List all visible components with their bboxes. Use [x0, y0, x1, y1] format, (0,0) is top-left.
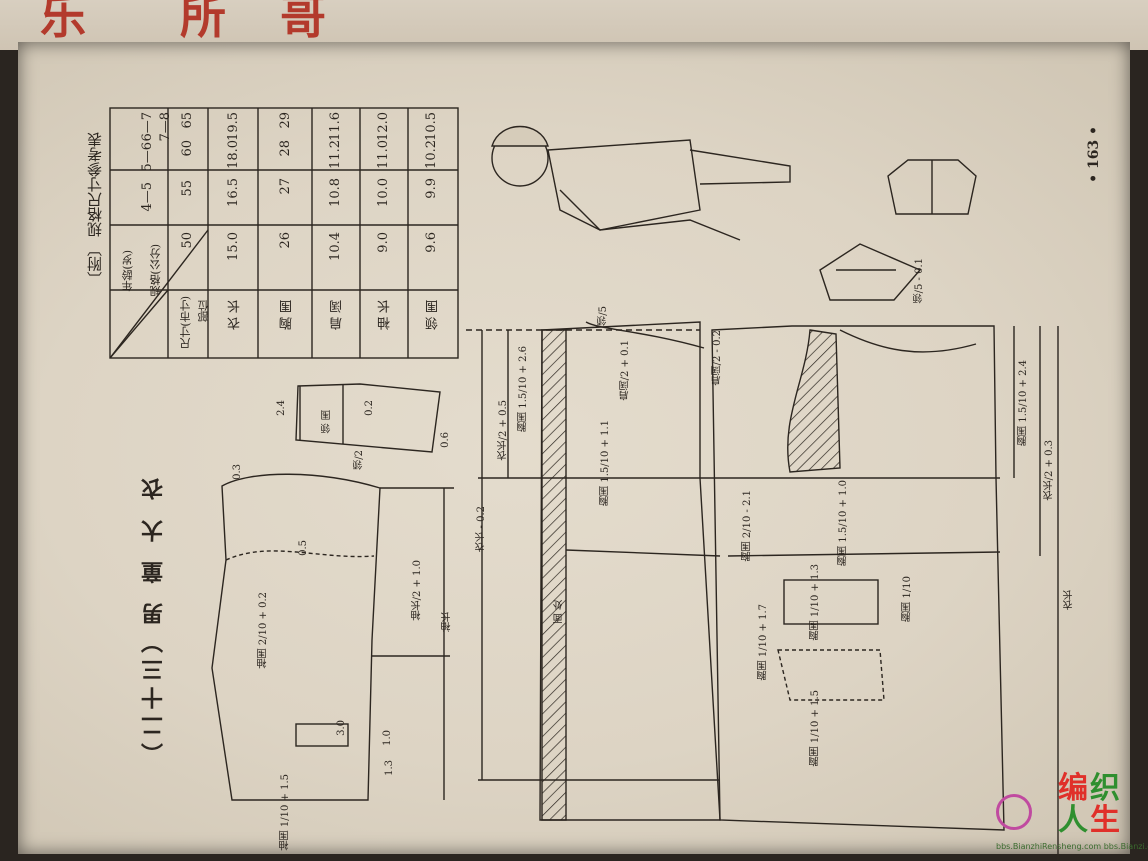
table-age: 5—6	[140, 142, 155, 172]
table-row-label: 衣 长	[228, 300, 243, 331]
label-back-len: 衣长 - 0.2	[476, 506, 487, 552]
table-spec: 55	[180, 180, 195, 197]
label-front-chest: 胸围 1.5/10 + 2.4	[1018, 360, 1029, 446]
table-cell: 10.8	[328, 178, 343, 207]
watermark-url: bbs.BianzhiRensheng.com bbs.Bianzi.com	[996, 842, 1148, 851]
table-corner-part: 部位	[197, 300, 210, 322]
table-corner-spec: 规格(公分)	[149, 244, 162, 297]
table-cell: 10.4	[328, 232, 343, 261]
table-spec: 65	[180, 112, 195, 129]
table-corner-size: 尺寸(市寸)	[179, 296, 192, 349]
table-cell: 9.0	[376, 232, 391, 253]
watermark-logo: 编 织 人 生 bbs.BianzhiRensheng.com bbs.Bian…	[996, 771, 1148, 856]
table-row-label: 领 围	[426, 300, 441, 331]
label-sleeve-len: 袖长/2 + 1.0	[412, 560, 423, 621]
logo-char: 生	[1090, 803, 1120, 838]
label-front-waist: 衣长/2 + 0.3	[1044, 440, 1055, 501]
table-cell: 18.0	[226, 140, 241, 169]
table-corner-age: 年龄(岁)	[121, 250, 134, 292]
label-back-chest2: 胸围 1.5/10 + 1.1	[600, 420, 611, 506]
label-back-shoulder: 肩阔/2 + 0.1	[620, 340, 631, 401]
table-cell: 9.9	[424, 178, 439, 199]
table-cell: 10.2	[424, 140, 439, 169]
label-sleeve-total: 袖长	[442, 612, 453, 632]
table-row-label: 袖 长	[378, 300, 393, 331]
table-spec: 60	[180, 140, 195, 157]
table-cell: 19.5	[226, 112, 241, 141]
label-front-sleeve: 肩阔/2 - 0.2	[712, 330, 723, 386]
table-cell: 29	[278, 112, 293, 129]
table-cell: 10.5	[424, 112, 439, 141]
table-cell: 11.2	[328, 140, 343, 169]
label-collar: 领 围	[322, 410, 333, 434]
table-spec: 50	[180, 232, 195, 249]
header-char: 哥	[280, 0, 326, 44]
label-front-len: 衣长	[1064, 590, 1075, 610]
logo-char: 人	[1058, 803, 1088, 838]
label-front-neck: 领/5 - 0.1	[914, 258, 925, 304]
table-cell: 28	[278, 140, 293, 157]
yarn-icon	[996, 794, 1032, 830]
logo-char: 织	[1090, 771, 1120, 806]
table-cell: 9.6	[424, 232, 439, 253]
label-sleeve-cuff: 袖围 1/10 + 1.5	[280, 774, 291, 851]
label-pocket1: 胸围 1/10 + 1.3	[810, 564, 821, 641]
label-sleeve-chest: 袖围 2/10 + 0.2	[258, 592, 269, 669]
table-age: 4—5	[140, 182, 155, 212]
label-pocket3: 胸围 1/10 + 1.7	[758, 604, 769, 681]
table-cell: 16.5	[226, 178, 241, 207]
book-header-strip: 乐 所 哥	[0, 0, 1148, 50]
table-border	[109, 107, 459, 359]
header-char: 所	[180, 0, 226, 44]
label-sleeve-05: 0.5	[298, 540, 309, 556]
table-cell: 10.0	[376, 178, 391, 207]
label-collar-width: 2.4	[276, 400, 287, 416]
label-06: 0.6	[440, 432, 451, 448]
label-back-waist: 衣长/2 + 0.5	[498, 400, 509, 461]
label-02: 0.2	[364, 400, 375, 416]
table-cell: 11.0	[376, 140, 391, 169]
table-cell: 11.6	[328, 112, 343, 141]
table-age: 7—8	[158, 112, 173, 142]
label-front-arm1: 胸围 2/10 - 2.1	[742, 490, 753, 562]
label-cuff-13: 1.3	[384, 760, 395, 776]
label-cuff-10: 1.0	[382, 730, 393, 746]
label-collar-b: 领/2	[354, 450, 365, 470]
label-pocket4: 胸围 1/10 + 1.5	[810, 690, 821, 767]
label-back-neck: 领/5	[598, 306, 609, 326]
label-seam: 面 处	[554, 600, 565, 624]
table-cell: 15.0	[226, 232, 241, 261]
label-front-arm2: 胸围 1.5/10 + 1.0	[838, 480, 849, 566]
header-char: 乐	[40, 0, 86, 44]
table-cell: 27	[278, 178, 293, 195]
table-cell: 12.0	[376, 112, 391, 141]
table-age: 6—7	[140, 112, 155, 142]
book-page	[18, 42, 1130, 854]
label-pocket2: 胸围 1/10	[902, 576, 913, 622]
table-cell: 26	[278, 232, 293, 249]
label-cuff-30: 3.0	[336, 720, 347, 736]
table-row-label: 肩 阔	[330, 300, 345, 331]
table-row-label: 胸 围	[280, 300, 295, 331]
book-header-chars: 乐 所 哥	[30, 0, 730, 44]
label-back-chest: 胸围 1.5/10 + 2.6	[518, 346, 529, 432]
label-sleeve-03: 0.3	[232, 464, 243, 480]
logo-char: 编	[1058, 771, 1088, 806]
